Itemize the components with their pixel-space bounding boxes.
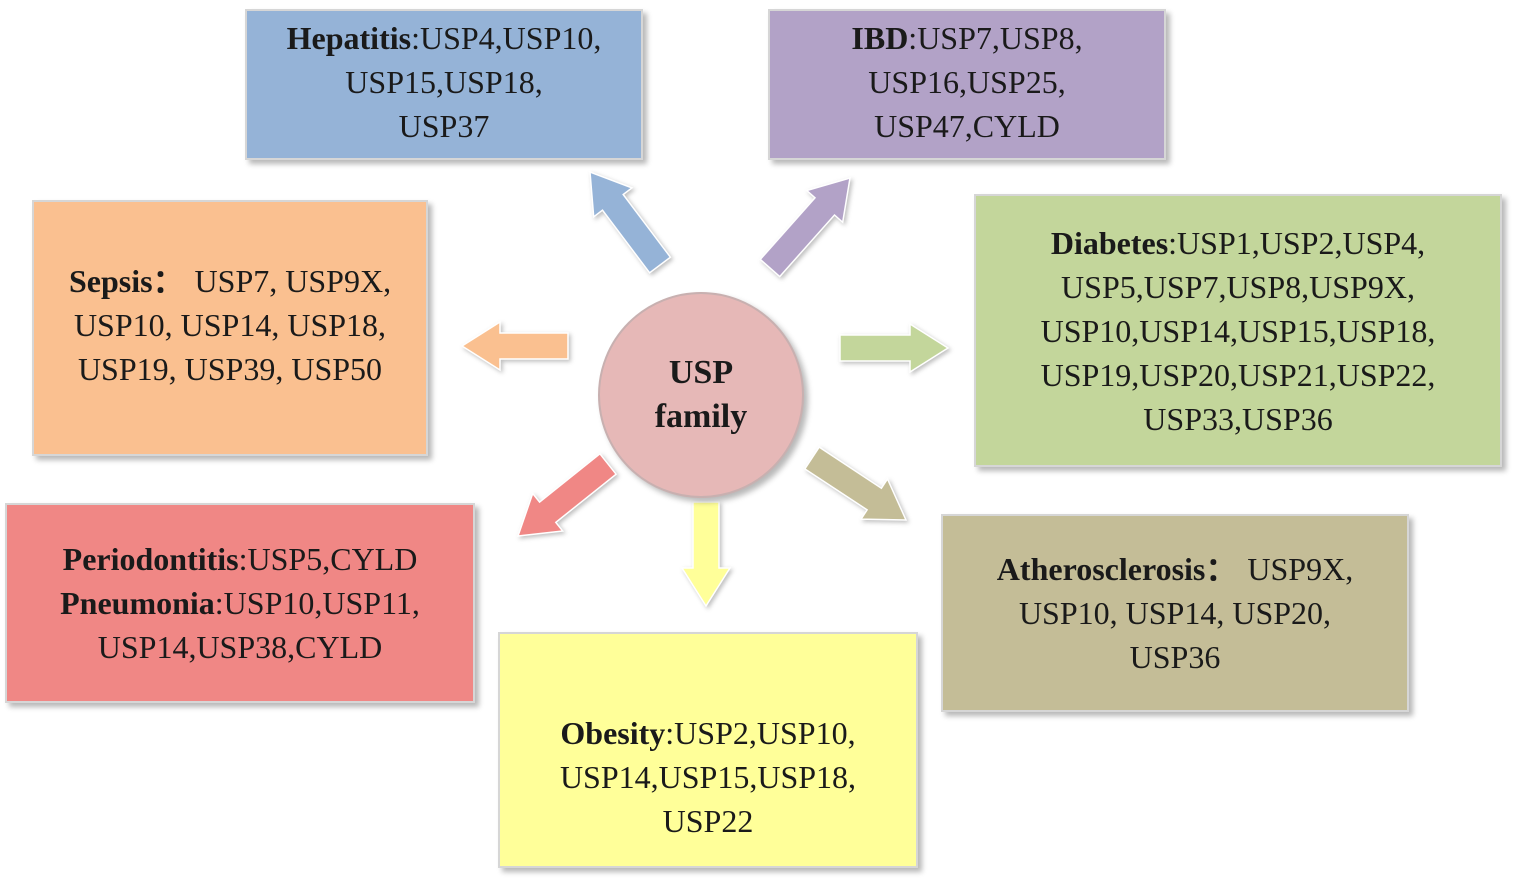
diabetes-line5: USP33,USP36 xyxy=(1143,400,1333,437)
atherosclerosis-line2: USP10, USP14, USP20, xyxy=(1018,595,1332,631)
obesity-line3: USP22 xyxy=(662,803,754,839)
arrow-to-atherosclerosis xyxy=(803,446,908,521)
hepatitis-line3: USP37 xyxy=(398,107,490,144)
arrow-to-sepsis xyxy=(460,320,569,372)
ibd-box: IBD:USP7,USP8, USP16,USP25, USP47,CYLD xyxy=(768,9,1166,160)
pneumonia-line3: USP14,USP38,CYLD xyxy=(97,629,383,665)
obesity-line1: :USP2,USP10, xyxy=(665,715,856,751)
center-line1: USP xyxy=(668,354,734,391)
periodontitis-box: Periodontitis:USP5,CYLD Pneumonia:USP10,… xyxy=(5,503,475,703)
pneumonia-label: Pneumonia xyxy=(60,585,215,621)
periodontitis-label: Periodontitis xyxy=(62,541,239,577)
obesity-label: Obesity xyxy=(560,715,666,751)
arrow-to-hepatitis xyxy=(589,170,672,274)
sepsis-line2: USP10, USP14, USP18, xyxy=(73,307,387,343)
arrow-to-periodontitis xyxy=(516,452,618,537)
ibd-label: IBD xyxy=(851,19,909,56)
ibd-line2: USP16,USP25, xyxy=(868,63,1066,100)
sepsis-label: Sepsis： xyxy=(68,263,185,299)
obesity-box: Obesity:USP2,USP10, USP14,USP15,USP18, U… xyxy=(498,632,918,868)
hepatitis-line1: :USP4,USP10, xyxy=(411,19,602,56)
pneumonia-line2: :USP10,USP11, xyxy=(214,585,420,621)
diabetes-line2: USP5,USP7,USP8,USP9X, xyxy=(1061,268,1415,305)
diabetes-line3: USP10,USP14,USP15,USP18, xyxy=(1040,312,1436,349)
arrow-to-diabetes xyxy=(839,322,950,374)
atherosclerosis-line3: USP36 xyxy=(1129,639,1221,675)
sepsis-box: Sepsis：USP7, USP9X, USP10, USP14, USP18,… xyxy=(32,200,428,456)
obesity-line2: USP14,USP15,USP18, xyxy=(559,759,857,795)
arrow-to-obesity xyxy=(680,501,732,608)
hepatitis-label: Hepatitis xyxy=(286,19,412,56)
center-line2: family xyxy=(654,398,748,435)
diabetes-line1: :USP1,USP2,USP4, xyxy=(1168,224,1426,261)
diabetes-line4: USP19,USP20,USP21,USP22, xyxy=(1040,356,1436,393)
hepatitis-line2: USP15,USP18, xyxy=(345,63,543,100)
atherosclerosis-label: Atherosclerosis： xyxy=(996,551,1238,587)
atherosclerosis-box: Atherosclerosis：USP9X, USP10, USP14, USP… xyxy=(941,514,1409,712)
diabetes-box: Diabetes:USP1,USP2,USP4, USP5,USP7,USP8,… xyxy=(974,194,1502,467)
periodontitis-line1: :USP5,CYLD xyxy=(238,541,418,577)
sepsis-line3: USP19, USP39, USP50 xyxy=(77,351,383,387)
usp-family-circle: USP family xyxy=(598,292,804,498)
ibd-line3: USP47,CYLD xyxy=(874,107,1060,144)
arrow-to-ibd xyxy=(759,176,851,278)
ibd-line1: :USP7,USP8, xyxy=(908,19,1083,56)
diabetes-label: Diabetes xyxy=(1050,224,1169,261)
sepsis-line1: USP7, USP9X, xyxy=(194,263,392,299)
atherosclerosis-line1: USP9X, xyxy=(1247,551,1354,587)
hepatitis-box: Hepatitis:USP4,USP10, USP15,USP18, USP37 xyxy=(245,9,643,160)
